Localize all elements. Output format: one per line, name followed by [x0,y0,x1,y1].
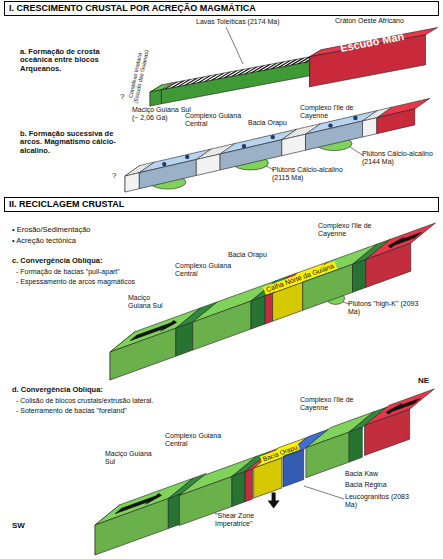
panel-caption: b. Formação sucessiva de arcos. Magmatis… [20,130,120,155]
panel-caption: c. Convergência Oblíqua: [12,257,102,265]
process-note: • Erosão/Sedimentação [12,226,91,234]
block-front [282,134,306,156]
block-front [377,109,415,134]
volcano-dot [162,162,166,166]
volcano-dot [271,135,275,139]
block-front [265,293,273,324]
unit-label: Bacia Régina [345,481,387,489]
block-front [366,243,411,287]
ocean-stripe [376,107,391,118]
header-text: I. CRESCIMENTO CRUSTAL POR ACREÇÃO MAGMÁ… [9,3,434,14]
block-front [139,160,196,189]
unit-label: Complexo l'Ile de Cayenne [300,104,360,119]
unit-label: Complexo l'Ile de Cayenne [300,396,372,411]
block-front [254,458,282,498]
ocean-stripe [300,125,315,136]
unit-label: Plútons "high-K" (2093 Ma) [348,300,426,315]
unit-label: Bacia Orapu [228,251,267,259]
block-front [365,409,410,455]
query-mark: ? [112,172,116,181]
ocean-stripe [290,127,305,138]
unit-label: Lavas Toleíticas (2174 Ma) [196,18,280,26]
unit-label: Plútons Cálcio-alcalino (2115 Ma) [272,166,350,181]
panel-caption: - Soterramento de bacias "foreland" [16,407,127,415]
panel-caption: - Colisão de blocos crustais/extrusão la… [16,397,153,405]
ocean-stripe [205,147,220,158]
block-front [150,90,161,106]
block-diagrams [95,28,438,555]
header-text: II. RECICLAGEM CRUSTAL [9,199,434,210]
unit-label: Plútons Cálcio-alcalino (2144 Ma) [362,150,434,165]
ocean-stripe [219,144,234,155]
ocean-stripe [295,126,310,136]
basin-label: Bacia Orapu [260,443,300,463]
unit-label: Maciço Guiana Sul [105,450,155,465]
ocean-stripe [131,164,146,175]
basin-label: Calha Norte da Guiana [263,261,337,294]
block-front [349,427,362,462]
craton-label: Escudo Man [339,30,405,54]
unit-label: Maciço Guiana Sul [128,294,173,309]
unit-label: Complexo l'Ile de Cayenne [318,222,390,237]
unit-label: Complexo Guiana Central [165,432,227,447]
block-front [363,118,377,137]
unit-label: Complexo Imataca (Escudo das Guianas) [126,44,151,107]
block-front [193,301,251,350]
motion-arrow [386,398,420,414]
motion-arrow [388,232,421,248]
leader-line [350,147,364,156]
motion-arrow [115,493,162,513]
ocean-stripe [366,110,381,121]
leader-line [304,486,344,499]
volcano-dot [353,116,357,120]
volcano-dot [328,123,332,127]
block-front [196,154,220,176]
block-front [245,469,253,502]
unit-label: Leucogranitos (2083 Ma) [345,493,415,508]
block-front [161,61,311,103]
unit-label: Maciço Guiana Sul (~ 2,06 Ga) [132,106,194,121]
unit-label: Complexo Guiana Central [185,112,243,127]
block-front [125,173,139,192]
block-front [251,296,265,329]
section-header: I. CRESCIMENTO CRUSTAL POR ACREÇÃO MAGMÁ… [4,1,439,16]
ocean-stripe [135,163,150,174]
unit-label: Bacia Kaw [345,470,378,478]
volcano-dot [185,155,189,159]
panel-caption: d. Convergência Oblíqua: [12,386,103,394]
panel-caption: a. Formação de crosta oceânica entre blo… [20,48,125,73]
leader-lines [226,27,364,499]
leader-line [226,27,243,64]
compass-label: SW [12,522,25,531]
ocean-stripe [286,128,301,139]
block-front [220,140,282,170]
unit-label: Cráton Oeste Africano [335,17,404,25]
process-note: • Acreção tectônica [12,237,76,245]
panel-caption: - Formação de bacias "pull-apart" [16,268,120,276]
block-front [283,450,304,488]
panel-caption: - Espessamento de arcos magmáticos [16,278,135,286]
section-header: II. RECICLAGEM CRUSTAL [4,197,439,212]
volcano-dot [242,144,246,148]
block-front [176,322,193,356]
unit-label: "Shear Zone Imperatrice" [215,512,285,527]
query-mark: ? [120,93,124,102]
compass-label: NE [418,377,429,386]
unit-label: Bacia Orapu [248,119,287,127]
block-front [232,472,245,507]
ocean-stripe [200,148,215,159]
ocean-stripe [210,146,225,157]
motion-arrow [268,492,280,508]
unit-label: Complexo Guiana Central [175,262,237,277]
block-front [353,260,366,293]
ocean-stripe [371,109,386,120]
block-front [306,432,349,478]
ocean-stripe [214,145,229,156]
motion-arrow [130,320,177,340]
ocean-stripe [305,124,320,135]
